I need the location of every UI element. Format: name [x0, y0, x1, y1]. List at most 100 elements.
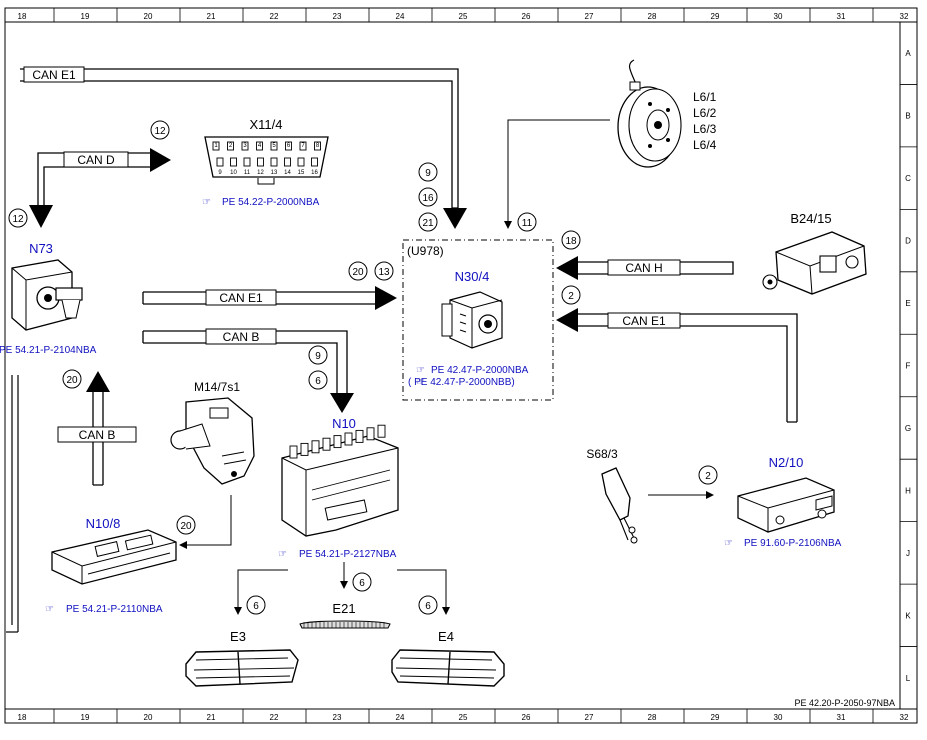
- n10-8-module-icon: [51, 529, 177, 585]
- callout-text-c6_e21: 6: [359, 578, 365, 589]
- x11-pin-13: 13: [271, 170, 278, 176]
- can-b-left-arrowhead: [86, 371, 110, 392]
- n73-ignition-switch-icon: [11, 259, 83, 331]
- x11-pin-11: 11: [244, 170, 251, 176]
- x11-pin-6: 6: [287, 143, 291, 149]
- x11-pin-8: 8: [316, 143, 320, 149]
- grid-row-F: F: [906, 362, 911, 371]
- grid-col-bottom-24: 24: [396, 713, 405, 722]
- n30-4-ref1[interactable]: PE 42.47-P-2000NBA: [431, 365, 529, 376]
- e4-label: E4: [438, 629, 454, 644]
- callout-text-c9_b: 9: [315, 351, 321, 362]
- can-e1-top-label-box: [23, 66, 85, 83]
- s68-3-label: S68/3: [586, 447, 618, 461]
- n2-10-ref[interactable]: PE 91.60-P-2106NBA: [744, 538, 842, 549]
- n10-8-ref[interactable]: PE 54.21-P-2110NBA: [66, 604, 163, 615]
- x11-pin-12: 12: [257, 170, 264, 176]
- e3-wire: [234, 569, 288, 615]
- n10-8-ref-icon: ☞: [45, 604, 54, 615]
- grid-col-29: 29: [711, 12, 720, 21]
- can-e1-mid-label-box: [205, 289, 277, 306]
- e3-tail-lamp-icon: [185, 649, 299, 687]
- callout-text-c13: 13: [378, 267, 390, 278]
- callout-text-c21: 21: [422, 218, 434, 229]
- callout-c2_mid: [561, 285, 581, 305]
- can-b-mid-label-box: [205, 328, 277, 345]
- grid-col-27: 27: [585, 12, 594, 21]
- callout-text-c16: 16: [422, 193, 434, 204]
- callout-text-c20_low: 20: [180, 521, 192, 532]
- callout-text-c12_left: 12: [12, 214, 24, 225]
- grid-col-18: 18: [18, 12, 27, 21]
- callout-text-c18: 18: [565, 236, 577, 247]
- grid-col-30: 30: [774, 12, 783, 21]
- n73-ref[interactable]: PE 54.21-P-2104NBA: [0, 345, 97, 356]
- can-e1-top-arrowhead: [443, 208, 467, 229]
- callout-c12_left: [8, 208, 28, 228]
- grid-col-bottom-29: 29: [711, 713, 720, 722]
- callout-c18: [561, 230, 581, 250]
- x11-4-ref[interactable]: PE 54.22-P-2000NBA: [222, 197, 320, 208]
- grid-col-bottom-19: 19: [81, 713, 90, 722]
- x11-pin-16: 16: [311, 170, 318, 176]
- l6-wheel-speed-sensor-icon: [617, 59, 682, 168]
- x11-pin-9: 9: [218, 170, 222, 176]
- grid-col-bottom-27: 27: [585, 713, 594, 722]
- e21-brake-lamp-icon: [299, 620, 391, 629]
- n73-label: N73: [29, 241, 53, 256]
- callout-c6_e4: [418, 595, 438, 615]
- grid-row-B: B: [905, 112, 910, 121]
- n10-8-label: N10/8: [86, 516, 121, 531]
- grid-row-A: A: [905, 49, 911, 58]
- grid-col-bottom-20: 20: [144, 713, 153, 722]
- can-b-left-label-box: [57, 426, 137, 443]
- x11-pin-3: 3: [243, 143, 247, 149]
- grid-row-J: J: [906, 549, 910, 558]
- grid-col-bottom-26: 26: [522, 713, 531, 722]
- document-reference: PE 42.20-P-2050-97NBA: [794, 698, 895, 708]
- e4-tail-lamp-icon: [391, 649, 505, 687]
- callout-text-c20_left: 20: [66, 375, 78, 386]
- n30-4-ref2[interactable]: ( PE 42.47-P-2000NBB): [408, 377, 515, 388]
- u978-group-box: [402, 239, 554, 401]
- l6-label-4: L6/4: [693, 138, 717, 152]
- grid-row-G: G: [905, 424, 911, 433]
- callout-c9_b: [308, 345, 328, 365]
- can-d-arrowhead-down: [29, 205, 53, 228]
- can-h-label: CAN H: [625, 261, 662, 275]
- grid-col-28: 28: [648, 12, 657, 21]
- n10-ref-icon: ☞: [278, 549, 287, 560]
- l6-label-1: L6/1: [693, 90, 717, 104]
- x11-pin-15: 15: [298, 170, 305, 176]
- can-e1-mid-label: CAN E1: [219, 291, 263, 305]
- n30-4-ref1-icon: ☞: [416, 365, 425, 376]
- x11-pin-2: 2: [229, 143, 233, 149]
- can-e1-right-label-box: [607, 312, 681, 329]
- n10-ref[interactable]: PE 54.21-P-2127NBA: [299, 549, 397, 560]
- grid-row-K: K: [905, 611, 911, 620]
- can-b-mid-arrowhead: [330, 393, 354, 413]
- bottom-grid-bar: [4, 708, 918, 724]
- grid-col-23: 23: [333, 12, 342, 21]
- callout-text-c20_mid: 20: [352, 267, 364, 278]
- can-e1-right-label: CAN E1: [622, 314, 666, 328]
- l6-labels: L6/1L6/2L6/3L6/4: [693, 90, 717, 152]
- callout-c6_b: [308, 370, 328, 390]
- grid-row-H: H: [905, 486, 911, 495]
- grid-col-32: 32: [900, 12, 909, 21]
- can-h-arrowhead: [556, 256, 578, 280]
- callout-text-c11: 11: [522, 218, 533, 229]
- callout-c20_low: [176, 515, 196, 535]
- callout-c12_top: [150, 120, 170, 140]
- callout-c11: [517, 212, 537, 232]
- e3-label: E3: [230, 629, 246, 644]
- x11-pin-10: 10: [230, 170, 237, 176]
- callout-c2_low: [698, 465, 718, 485]
- x11-pin-5: 5: [272, 143, 276, 149]
